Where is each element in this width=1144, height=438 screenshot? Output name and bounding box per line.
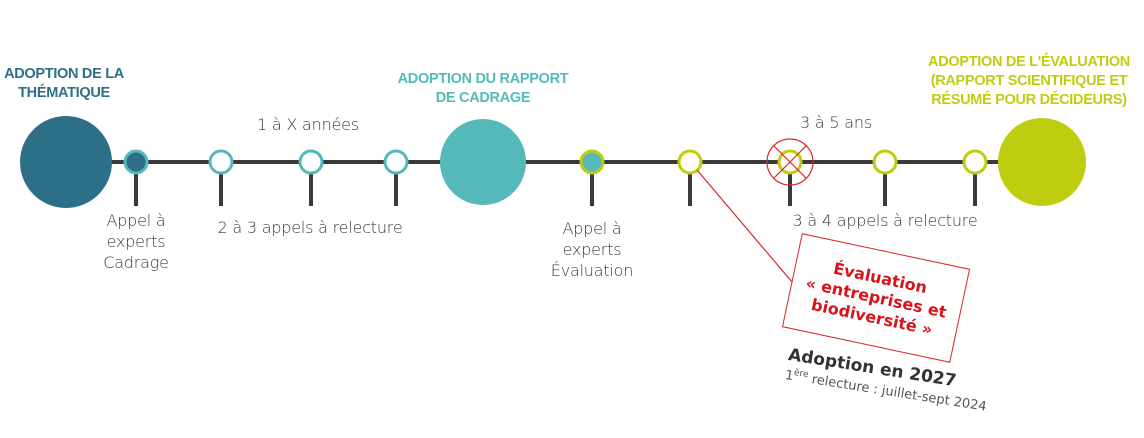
node-assessment-review [962, 149, 988, 175]
title-line: RÉSUMÉ POUR DÉCIDEURS) [931, 92, 1127, 108]
step-call-experts-scoping: Appel à experts Cadrage [86, 210, 186, 273]
label-line: experts [562, 240, 622, 259]
callout-leader-line [696, 169, 793, 283]
step-review-assessment: 3 à 4 appels à relecture [792, 211, 978, 230]
title-line: ADOPTION DE LA [4, 66, 124, 82]
node-assessment-review [677, 149, 703, 175]
label-line: Appel à [106, 211, 166, 230]
milestone-thematic-circle [20, 116, 112, 208]
node-assessment-review [872, 149, 898, 175]
title-line: ADOPTION DU RAPPORT [397, 71, 569, 87]
milestone-scoping-title: ADOPTION DU RAPPORT DE CADRAGE [383, 70, 583, 108]
label-line: Appel à [562, 219, 622, 238]
label-line: Cadrage [103, 253, 169, 272]
title-line: ADOPTION DE L'ÉVALUATION [928, 54, 1130, 70]
milestone-thematic-title: ADOPTION DE LA THÉMATIQUE [0, 65, 134, 103]
title-line: THÉMATIQUE [18, 85, 110, 101]
milestone-assessment-circle [998, 118, 1086, 206]
node-review-scoping [208, 149, 234, 175]
duration-scoping: 1 à X années [257, 115, 359, 134]
title-line: (RAPPORT SCIENTIFIQUE ET [930, 73, 1128, 89]
timeline-ticks [134, 162, 977, 206]
label-line: Évaluation [550, 261, 634, 280]
node-review-scoping [383, 149, 409, 175]
crosshair-marker-icon [766, 138, 814, 186]
step-review-scoping: 2 à 3 appels à relecture [217, 218, 403, 237]
title-line: DE CADRAGE [435, 90, 531, 106]
node-call-experts-assessment [579, 149, 605, 175]
duration-assessment: 3 à 5 ans [800, 113, 872, 132]
milestone-scoping-circle [440, 119, 526, 205]
label-line: experts [106, 232, 166, 251]
node-review-scoping [298, 149, 324, 175]
node-call-experts-scoping [123, 149, 149, 175]
step-call-experts-assessment: Appel à experts Évaluation [537, 218, 647, 281]
milestone-assessment-title: ADOPTION DE L'ÉVALUATION (RAPPORT SCIENT… [916, 53, 1142, 110]
